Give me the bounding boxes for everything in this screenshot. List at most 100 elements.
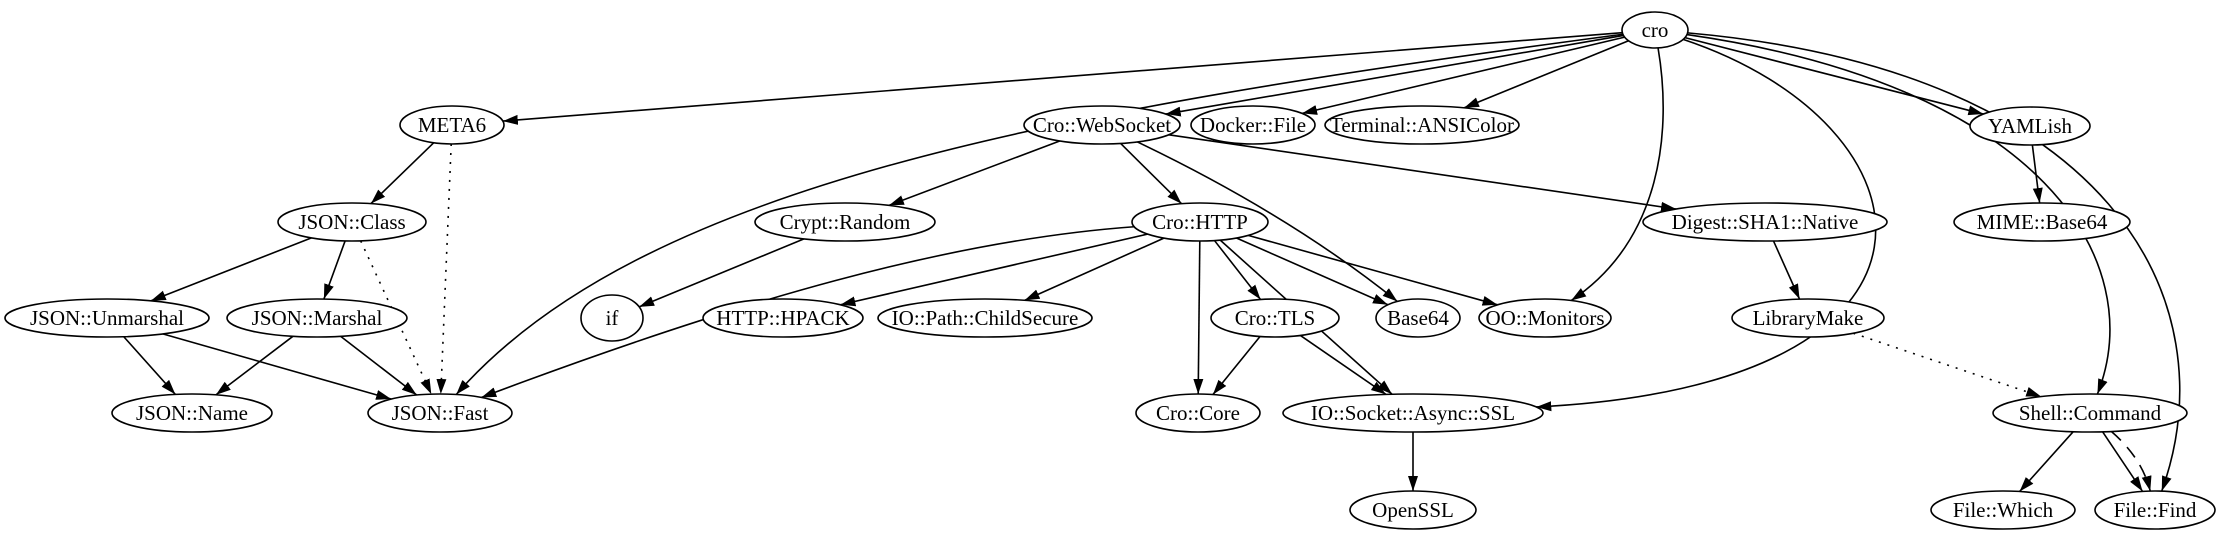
node-label-oo-monitors: OO::Monitors [1485, 306, 1604, 330]
node-openssl: OpenSSL [1349, 490, 1477, 530]
node-label-json-fast: JSON::Fast [392, 401, 489, 425]
node-ellipse-cro-websocket [1023, 105, 1181, 145]
node-label-cro-tls: Cro::TLS [1235, 306, 1316, 330]
node-ellipse-oo-monitors [1478, 298, 1612, 338]
edge-cro-meta6 [502, 31, 1623, 125]
node-label-yamlish: YAMLish [1988, 114, 2073, 138]
node-label-json-marshal: JSON::Marshal [252, 306, 383, 330]
edge-meta6-json-fast-dotted [436, 143, 453, 395]
node-ellipse-if [580, 294, 644, 342]
node-label-openssl: OpenSSL [1372, 498, 1454, 522]
node-label-io-socket-async-ssl: IO::Socket::Async::SSL [1311, 401, 1515, 425]
edge-crypt-random-if [638, 238, 805, 308]
edge-cro-websocket-base64 [1137, 141, 1398, 303]
edge-cro-terminal-ansicolor [1463, 40, 1629, 109]
edge-cro-oo-monitors [1570, 47, 1664, 302]
node-if: if [580, 294, 644, 342]
node-ellipse-digest-sha1-native [1642, 202, 1888, 242]
edge-cro-json-fast [455, 33, 1624, 396]
node-label-base64: Base64 [1387, 306, 1449, 330]
node-ellipse-yamlish [1969, 106, 2091, 146]
node-label-cro-core: Cro::Core [1156, 401, 1240, 425]
node-label-file-which: File::Which [1953, 498, 2054, 522]
edge-cro-tls-cro-core [1212, 335, 1261, 396]
node-meta6: META6 [399, 105, 505, 145]
node-ellipse-cro [1621, 11, 1689, 49]
node-label-if: if [606, 306, 619, 330]
node-ellipse-mime-base64 [1953, 202, 2131, 242]
node-label-digest-sha1-native: Digest::SHA1::Native [1672, 210, 1859, 234]
node-json-marshal: JSON::Marshal [226, 298, 408, 338]
node-ellipse-cro-tls [1210, 298, 1340, 338]
node-label-http-hpack: HTTP::HPACK [716, 306, 849, 330]
node-label-file-find: File::Find [2114, 498, 2197, 522]
edge-cro-tls-io-socket-async-ssl [1299, 334, 1387, 396]
node-ellipse-file-find [2094, 490, 2216, 530]
node-io-path-childsecure: IO::Path::ChildSecure [877, 298, 1093, 338]
node-oo-monitors: OO::Monitors [1478, 298, 1612, 338]
node-ellipse-http-hpack [702, 298, 864, 338]
edge-json-class-json-unmarshal [150, 237, 312, 302]
edge-cro-http-oo-monitors [1247, 234, 1498, 306]
edge-cro-websocket-cro-http [1120, 142, 1183, 205]
node-json-unmarshal: JSON::Unmarshal [4, 298, 210, 338]
edge-digest-sha1-native-librarymake [1772, 240, 1801, 300]
edge-shell-command-file-which [2018, 431, 2074, 493]
node-ellipse-crypt-random [754, 202, 936, 242]
node-cro-websocket: Cro::WebSocket [1023, 105, 1181, 145]
node-base64: Base64 [1375, 298, 1461, 338]
node-yamlish: YAMLish [1969, 106, 2091, 146]
node-label-shell-command: Shell::Command [2019, 401, 2162, 425]
edge-cro-cro-websocket [1165, 34, 1624, 117]
edge-librarymake-shell-command-dotted [1853, 332, 2042, 398]
node-ellipse-file-which [1930, 490, 2076, 530]
node-json-fast: JSON::Fast [367, 393, 513, 433]
node-ellipse-json-fast [367, 393, 513, 433]
edge-cro-io-socket-async-ssl [1536, 38, 1877, 412]
node-ellipse-cro-core [1135, 393, 1261, 433]
node-cro-tls: Cro::TLS [1210, 298, 1340, 338]
node-ellipse-io-socket-async-ssl [1282, 393, 1544, 433]
node-label-json-class: JSON::Class [298, 210, 405, 234]
edge-shell-command-file-find [2101, 431, 2144, 492]
node-http-hpack: HTTP::HPACK [702, 298, 864, 338]
node-label-cro-http: Cro::HTTP [1152, 210, 1248, 234]
node-digest-sha1-native: Digest::SHA1::Native [1642, 202, 1888, 242]
node-io-socket-async-ssl: IO::Socket::Async::SSL [1282, 393, 1544, 433]
node-label-io-path-childsecure: IO::Path::ChildSecure [892, 306, 1079, 330]
edge-cro-http-cro-tls [1213, 240, 1262, 300]
node-ellipse-shell-command [1992, 393, 2188, 433]
edge-cro-http-json-fast [481, 225, 1135, 399]
node-docker-file: Docker::File [1190, 105, 1316, 145]
edge-json-marshal-json-name [215, 335, 294, 396]
edge-cro-websocket-crypt-random [888, 140, 1060, 207]
node-label-cro-websocket: Cro::WebSocket [1033, 113, 1171, 137]
edge-json-unmarshal-json-fast [162, 333, 392, 400]
edge-cro-docker-file [1301, 36, 1625, 115]
node-cro-core: Cro::Core [1135, 393, 1261, 433]
node-terminal-ansicolor: Terminal::ANSIColor [1324, 105, 1520, 145]
node-file-which: File::Which [1930, 490, 2076, 530]
edge-json-unmarshal-json-name [123, 336, 176, 395]
node-ellipse-io-path-childsecure [877, 298, 1093, 338]
edge-cro-websocket-digest-sha1-native [1168, 133, 1677, 212]
node-librarymake: LibraryMake [1731, 298, 1885, 338]
node-label-terminal-ansicolor: Terminal::ANSIColor [1330, 113, 1514, 137]
node-ellipse-cro-http [1131, 202, 1269, 242]
node-label-docker-file: Docker::File [1200, 113, 1306, 137]
node-label-cro: cro [1642, 18, 1669, 42]
edge-cro-http-io-path-childsecure [1024, 237, 1165, 302]
edge-json-class-json-fast-dotted [359, 240, 433, 395]
node-ellipse-base64 [1375, 298, 1461, 338]
node-crypt-random: Crypt::Random [754, 202, 936, 242]
node-json-name: JSON::Name [111, 393, 273, 433]
node-ellipse-json-marshal [226, 298, 408, 338]
node-mime-base64: MIME::Base64 [1953, 202, 2131, 242]
edge-meta6-json-class [370, 142, 435, 205]
edge-cro-http-http-hpack [840, 233, 1148, 307]
node-shell-command: Shell::Command [1992, 393, 2188, 433]
node-label-json-name: JSON::Name [136, 401, 248, 425]
node-label-meta6: META6 [418, 113, 486, 137]
